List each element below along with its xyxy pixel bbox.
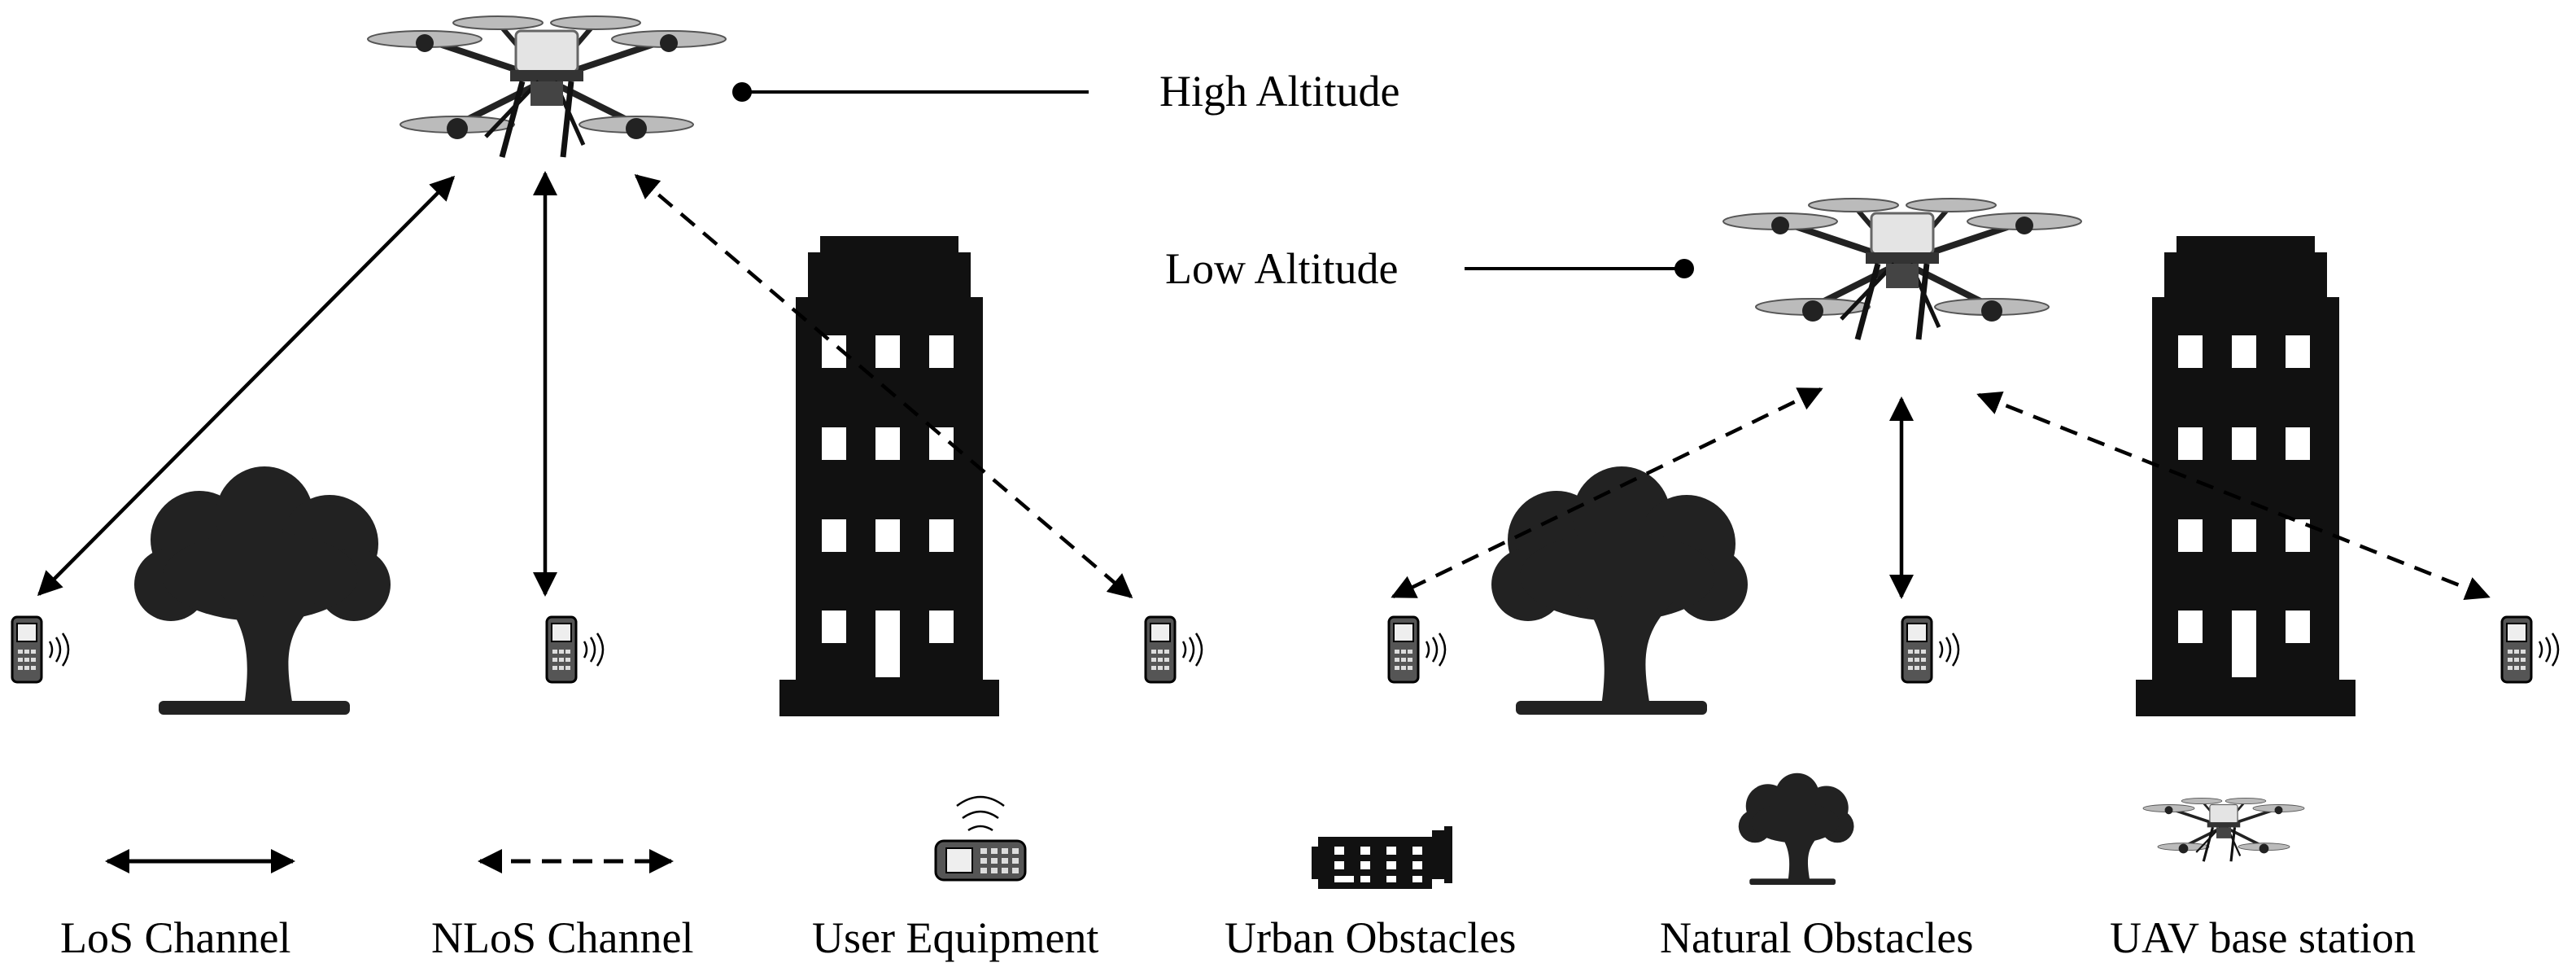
right-scene: Low Altitude bbox=[1165, 199, 2560, 716]
legend-natural-obstacles-icon bbox=[1738, 772, 1854, 885]
user-equipment-5-icon bbox=[1901, 615, 1960, 684]
high-altitude-dot bbox=[732, 82, 752, 102]
legend-natural-obstacles-label: Natural Obstacles bbox=[1660, 913, 1973, 962]
uav-high-altitude-icon bbox=[368, 16, 726, 157]
legend-urban-obstacles-label: Urban Obstacles bbox=[1225, 913, 1516, 962]
tree-obstacle-right-icon bbox=[1491, 466, 1748, 715]
legend-los-label: LoS Channel bbox=[60, 913, 290, 962]
user-equipment-2-icon bbox=[545, 615, 605, 684]
uav-low-altitude-icon bbox=[1723, 199, 2081, 339]
user-equipment-1-icon bbox=[11, 615, 70, 684]
los-link-ue1 bbox=[37, 175, 456, 597]
building-obstacle-left-icon bbox=[779, 236, 999, 716]
legend-user-equipment-label: User Equipment bbox=[812, 913, 1098, 962]
nlos-link-ue3 bbox=[634, 174, 1133, 598]
high-altitude-label: High Altitude bbox=[1159, 67, 1400, 116]
tree-obstacle-left-icon bbox=[134, 466, 391, 715]
legend-urban-obstacles-icon bbox=[1312, 826, 1452, 889]
building-obstacle-right-icon bbox=[2136, 236, 2356, 716]
legend: LoS Channel NLoS Channel User Equipment bbox=[60, 772, 2416, 962]
left-scene: High Altitude bbox=[11, 16, 1400, 716]
user-equipment-4-icon bbox=[1387, 615, 1447, 684]
user-equipment-6-icon bbox=[2500, 615, 2560, 684]
low-altitude-label: Low Altitude bbox=[1165, 244, 1398, 293]
nlos-link-ue4 bbox=[1391, 387, 1823, 599]
legend-user-equipment-icon bbox=[934, 795, 1027, 882]
legend-uav-base-station-label: UAV base station bbox=[2110, 913, 2416, 962]
nlos-link-ue6 bbox=[1976, 391, 2491, 601]
user-equipment-3-icon bbox=[1144, 615, 1203, 684]
legend-nlos-label: NLoS Channel bbox=[431, 913, 693, 962]
low-altitude-dot bbox=[1674, 259, 1694, 278]
legend-uav-base-station-icon bbox=[2142, 796, 2306, 864]
